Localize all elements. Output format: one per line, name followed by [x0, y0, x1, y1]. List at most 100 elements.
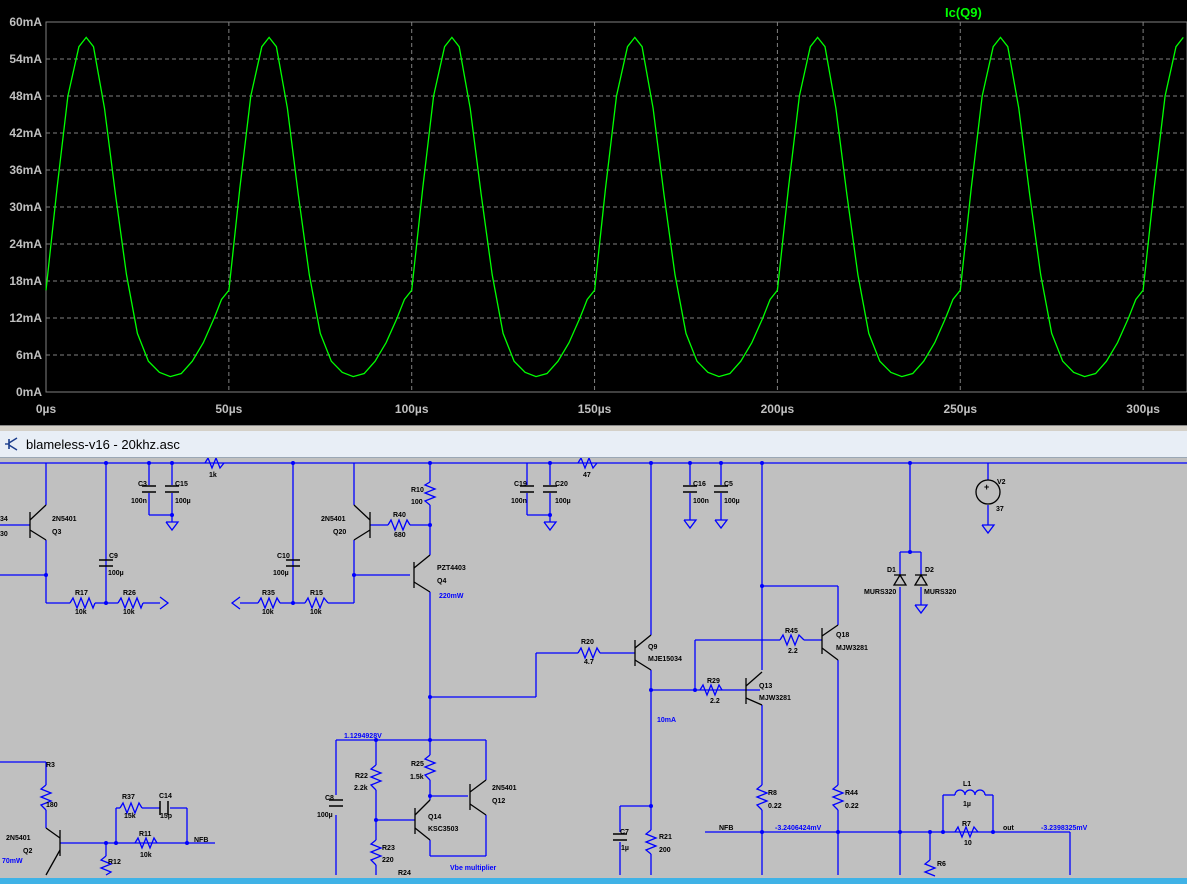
label-r7: R7 — [962, 821, 971, 828]
y-tick-label: 54mA — [9, 52, 42, 66]
type-q20: 2N5401 — [321, 516, 346, 523]
transistor-icon — [4, 435, 22, 453]
plot-grid — [45, 21, 1187, 393]
label-c16: C16 — [693, 481, 706, 488]
label-q2: Q2 — [23, 848, 32, 855]
label-c15: C15 — [175, 481, 188, 488]
y-tick-label: 60mA — [9, 15, 42, 29]
junction-dots — [44, 461, 995, 845]
y-tick-label: 24mA — [9, 237, 42, 251]
label-c7: C7 — [620, 829, 629, 836]
label-q4: Q4 — [437, 578, 446, 585]
label-c3: C3 — [138, 481, 147, 488]
label-out-net: out — [1003, 825, 1015, 832]
transistor-symbols — [29, 504, 839, 876]
type-q3: 2N5401 — [52, 516, 77, 523]
value-r22: 2.2k — [354, 785, 368, 792]
label-r40: R40 — [393, 512, 406, 519]
label-c8: C8 — [325, 795, 334, 802]
y-tick-label: 12mA — [9, 311, 42, 325]
label-nfb-net: NFB — [719, 825, 733, 832]
x-tick-label: 100µs — [395, 402, 429, 416]
left-ref-val: 30 — [0, 531, 8, 538]
x-tick-label: 50µs — [215, 402, 242, 416]
label-r20: R20 — [581, 639, 594, 646]
label-c19: C19 — [514, 481, 527, 488]
diode-symbols — [892, 573, 929, 586]
label-l1: L1 — [963, 781, 971, 788]
pane-splitter[interactable] — [0, 425, 1187, 432]
value-c5: 100µ — [724, 498, 740, 505]
value-r45: 2.2 — [788, 648, 798, 655]
trace-ic-q9[interactable] — [45, 36, 1184, 378]
schematic-capacitors — [99, 485, 728, 841]
label-v2: V2 — [997, 479, 1006, 486]
trace-label[interactable]: Ic(Q9) — [945, 5, 982, 20]
y-tick-label: 6mA — [16, 348, 42, 362]
label-q18: Q18 — [836, 632, 849, 639]
value-c20: 100µ — [555, 498, 571, 505]
value-r15: 10k — [310, 609, 322, 616]
value-r35: 10k — [262, 609, 274, 616]
label-q20: Q20 — [333, 529, 346, 536]
vbe-multiplier-label: Vbe multiplier — [450, 865, 497, 872]
label-r25: R25 — [411, 761, 424, 768]
q4-power-readout: 220mW — [439, 593, 464, 600]
schematic-resistors — [39, 456, 979, 877]
label-r10: R10 — [411, 487, 424, 494]
type-q9: MJE15034 — [648, 656, 682, 663]
x-tick-label: 150µs — [578, 402, 612, 416]
nfb-voltage-readout: -3.2406424mV — [775, 825, 822, 832]
value-r29: 2.2 — [710, 698, 720, 705]
value-r44: 0.22 — [845, 803, 859, 810]
schematic-window-title: blameless-v16 - 20khz.asc — [26, 436, 180, 452]
q2-power-readout: 70mW — [2, 858, 23, 865]
out-voltage-readout: -3.2398325mV — [1041, 825, 1088, 832]
label-r21: R21 — [659, 834, 672, 841]
schematic-svg: + — [0, 456, 1187, 877]
schematic-canvas[interactable]: + — [0, 456, 1187, 884]
label-c10: C10 — [277, 553, 290, 560]
schematic-title-bar[interactable]: blameless-v16 - 20khz.asc — [0, 431, 1187, 458]
schematic-window: blameless-v16 - 20khz.asc — [0, 431, 1187, 884]
label-r24: R24 — [398, 870, 411, 877]
x-tick-label: 200µs — [761, 402, 795, 416]
y-axis-ticks: 0mA6mA12mA18mA24mA30mA36mA42mA48mA54mA60… — [9, 15, 42, 399]
component-labels: C3 100n C15 100µ 1k 2N5401 Q3 C9 100µ R1… — [0, 472, 1015, 877]
label-r22: R22 — [355, 773, 368, 780]
plot-background — [0, 0, 1187, 425]
value-r25: 1.5k — [410, 774, 424, 781]
value-r-top: 1k — [209, 472, 217, 479]
waveform-svg: 0mA6mA12mA18mA24mA30mA36mA42mA48mA54mA60… — [0, 0, 1187, 425]
label-q13: Q13 — [759, 683, 772, 690]
left-ref-top: 34 — [0, 516, 8, 523]
y-tick-label: 30mA — [9, 200, 42, 214]
label-r8: R8 — [768, 790, 777, 797]
label-q3: Q3 — [52, 529, 61, 536]
value-r11: 10k — [140, 852, 152, 859]
value-r17: 10k — [75, 609, 87, 616]
y-tick-label: 48mA — [9, 89, 42, 103]
value-r37: 15k — [124, 813, 136, 820]
label-c5: C5 — [724, 481, 733, 488]
type-q18: MJW3281 — [836, 645, 868, 652]
value-r3: 180 — [46, 802, 58, 809]
value-c8: 100µ — [317, 812, 333, 819]
voltage-source-v2[interactable] — [975, 479, 1001, 505]
label-r44: R44 — [845, 790, 858, 797]
label-q9: Q9 — [648, 644, 657, 651]
type-d1: MURS320 — [864, 589, 896, 596]
vbe-node-voltage: 1.1294928V — [344, 733, 382, 740]
label-r6: R6 — [937, 861, 946, 868]
label-q14: Q14 — [428, 814, 441, 821]
label-r23: R23 — [382, 845, 395, 852]
plot-frame — [45, 21, 1187, 393]
value-r7: 10 — [964, 840, 972, 847]
label-r45: R45 — [785, 628, 798, 635]
value-c19: 100n — [511, 498, 527, 505]
y-tick-label: 42mA — [9, 126, 42, 140]
q9-current-readout: 10mA — [657, 717, 676, 724]
value-v2: 37 — [996, 506, 1004, 513]
simulation-annotations: 220mW 10mA 1.1294928V Vbe multiplier -3.… — [2, 593, 1088, 872]
